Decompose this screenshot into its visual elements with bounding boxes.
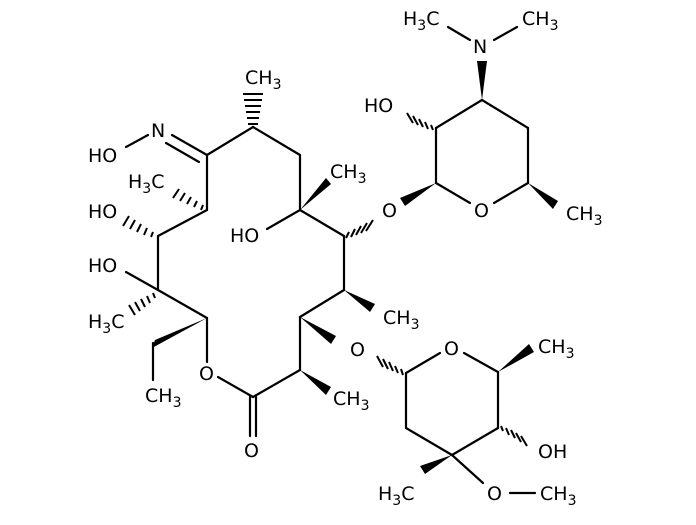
c4-ch3-label: CH3 bbox=[383, 307, 419, 333]
ethyl-ch3-label: CH3 bbox=[145, 385, 181, 411]
bonds bbox=[124, 25, 537, 495]
cladinose-ome-ch3-label: CH3 bbox=[540, 483, 576, 509]
nme-right-label: CH3 bbox=[522, 8, 558, 34]
cladinose-ring-o-label: O bbox=[444, 338, 459, 360]
c2-ch3-label: CH3 bbox=[333, 388, 369, 414]
nme-left-label: H3C bbox=[403, 8, 440, 34]
c12-h3c-label: H3C bbox=[88, 311, 125, 337]
desosamine-n-label: N bbox=[473, 36, 487, 58]
oxime-ho-label: HO bbox=[88, 145, 117, 167]
desosamine-ho-label: HO bbox=[364, 95, 393, 117]
cladinose-ch3-label: CH3 bbox=[538, 336, 574, 362]
cladinose-ome-o-label: O bbox=[487, 483, 502, 505]
c10-ch3-label: CH3 bbox=[245, 67, 281, 93]
c6-ho-label: HO bbox=[230, 225, 259, 247]
ester-o-label: O bbox=[199, 363, 214, 385]
c3-o-label: O bbox=[350, 339, 365, 361]
c11-ho-label: HO bbox=[88, 201, 117, 223]
oxime-n-label: N bbox=[151, 120, 165, 142]
desosamine-ring-o-label: O bbox=[474, 200, 489, 222]
desosamine-ch3-label: CH3 bbox=[566, 203, 602, 229]
c5-o-label: O bbox=[382, 200, 397, 222]
c12-ho-label: HO bbox=[88, 255, 117, 277]
c6-ch3-label: CH3 bbox=[330, 161, 366, 187]
wedge-bonds bbox=[152, 61, 558, 474]
hash-bonds bbox=[122, 93, 528, 447]
cladinose-h3c-label: H3C bbox=[378, 483, 415, 509]
cladinose-oh-label: OH bbox=[538, 441, 567, 463]
carbonyl-o-label: O bbox=[244, 440, 259, 462]
c8-h3c-label: H3C bbox=[128, 171, 165, 197]
atom-labels: N HO CH3 H3C HO HO H3C CH3 O O CH3 CH3 C… bbox=[88, 8, 602, 509]
